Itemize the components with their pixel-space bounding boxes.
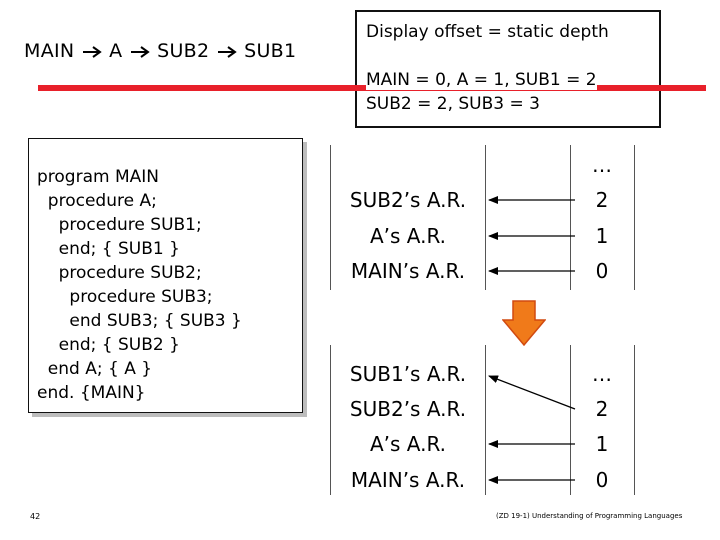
display-entry: 0 [595,468,609,492]
info-title: Display offset = static depth [366,22,609,42]
display-entry: 2 [595,397,609,421]
display-entry: … [592,153,612,177]
stack-left-edge [330,345,331,495]
code-line: end SUB3; { SUB3 } [37,311,242,331]
call-chain: MAIN A SUB2 SUB1 [24,40,296,62]
activation-record: SUB2’s A.R. [349,188,467,212]
activation-record: SUB1’s A.R. [349,362,467,386]
info-line-1: MAIN = 0, A = 1, SUB1 = 2 [366,70,597,90]
activation-record: MAIN’s A.R. [350,259,466,283]
transition-down-arrow-icon [502,300,546,346]
activation-record: SUB2’s A.R. [349,397,467,421]
code-line: procedure A; [37,191,157,211]
stack-left-edge [330,145,331,290]
activation-record: A’s A.R. [369,432,447,456]
code-line: procedure SUB1; [37,215,202,235]
info-line-2: SUB2 = 2, SUB3 = 3 [366,94,540,114]
pointer-arrow [488,375,576,410]
display-right-edge [634,145,635,290]
display-left-edge [570,345,571,495]
footer-text: (ZD 19-1) Understanding of Programming L… [496,512,683,520]
arrow-right-icon [81,40,109,62]
call-chain-sub1: SUB1 [244,40,297,62]
page-number: 42 [30,512,41,521]
activation-record: A’s A.R. [369,224,447,248]
code-box [28,138,303,413]
display-entry: 1 [595,224,609,248]
call-chain-main: MAIN [24,40,75,62]
arrow-right-icon [216,40,244,62]
code-line: procedure SUB2; [37,263,202,283]
display-left-edge [570,145,571,290]
code-line: procedure SUB3; [37,287,213,307]
code-line: end; { SUB2 } [37,335,180,355]
code-line: end A; { A } [37,359,153,379]
activation-record: MAIN’s A.R. [350,468,466,492]
display-right-edge [634,345,635,495]
stack-right-edge [485,145,486,290]
code-line: end. {MAIN} [37,383,146,403]
arrow-right-icon [129,40,157,62]
code-line: program MAIN [37,167,159,187]
call-chain-sub2: SUB2 [157,40,210,62]
display-entry: 1 [595,432,609,456]
display-entry: 0 [595,259,609,283]
code-line: end; { SUB1 } [37,239,180,259]
code-listing: program MAIN procedure A; procedure SUB1… [37,165,242,405]
display-entry: 2 [595,188,609,212]
display-entry: … [592,362,612,386]
call-chain-a: A [109,40,123,62]
stack-right-edge [485,345,486,495]
